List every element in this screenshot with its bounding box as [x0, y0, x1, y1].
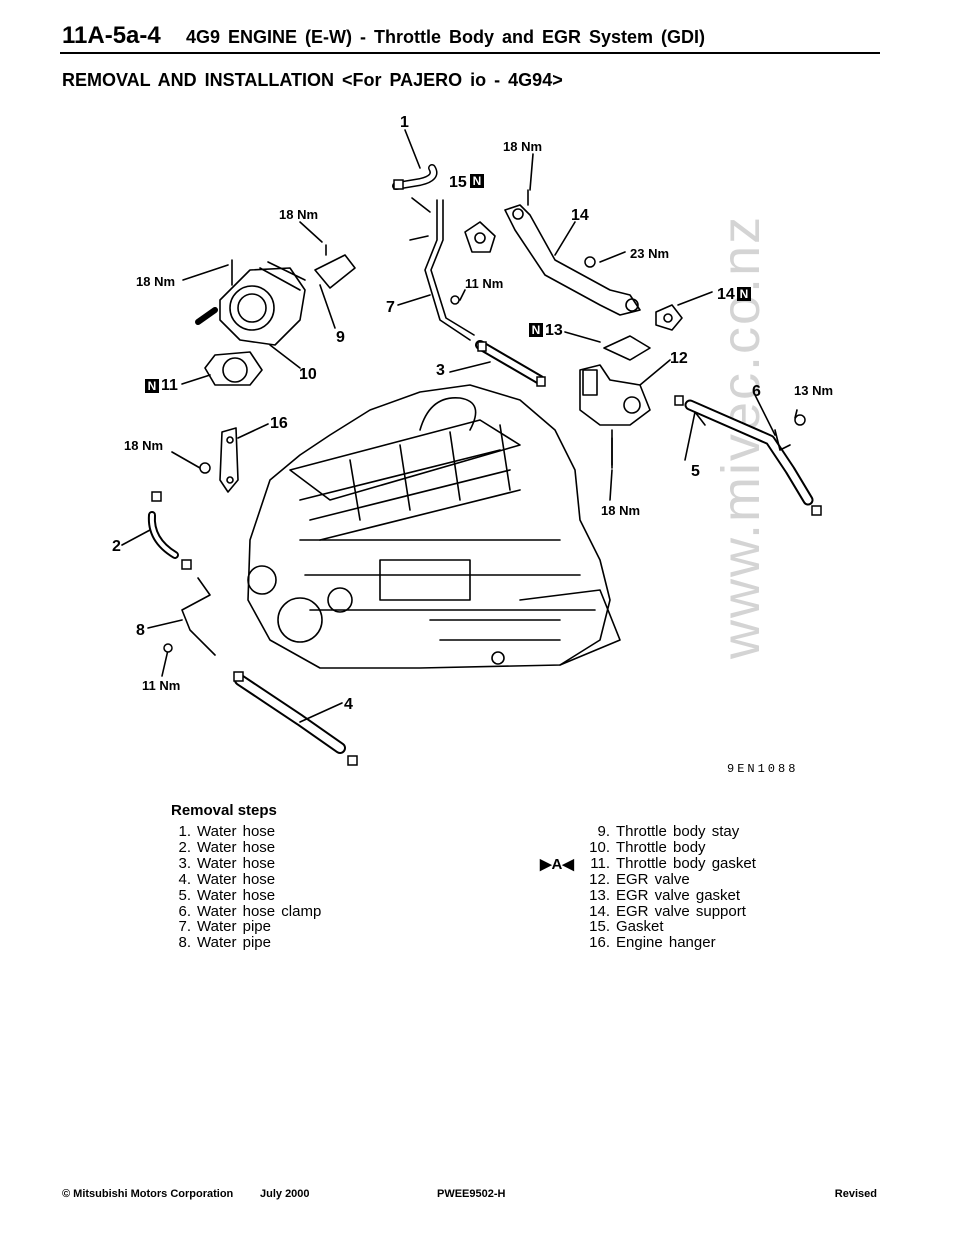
list-item: 12.EGR valve [589, 870, 690, 888]
header-rule [60, 52, 880, 54]
footer-status: Revised [834, 1188, 877, 1200]
list-item: 4.Water hose [178, 870, 276, 888]
torque-label: 18 Nm [136, 274, 175, 289]
callout-16: 16 [270, 415, 288, 432]
callout-14b: 14 [717, 286, 735, 303]
torque-label: 13 Nm [794, 383, 833, 398]
new-part-mark: N [532, 323, 541, 337]
new-part-mark: N [740, 287, 749, 301]
torque-label: 23 Nm [630, 246, 669, 261]
callout-10: 10 [299, 366, 317, 383]
list-item: 5.Water hose [178, 886, 276, 904]
callout-9: 9 [336, 329, 345, 346]
torque-label: 18 Nm [601, 503, 640, 518]
footer-date: July 2000 [260, 1188, 310, 1200]
list-item: 2.Water hose [178, 838, 276, 856]
callout-7: 7 [386, 299, 395, 316]
removal-steps-title: Removal steps [171, 802, 277, 819]
callout-8: 8 [136, 622, 145, 639]
page-title: 4G9 ENGINE (E-W) - Throttle Body and EGR… [186, 27, 706, 47]
callout-15: 15 [449, 174, 467, 191]
callout-5: 5 [691, 463, 700, 480]
callout-6: 6 [752, 383, 761, 400]
footer-doc-code: PWEE9502-H [437, 1188, 506, 1200]
page-id: 11A-5a-4 [62, 22, 161, 49]
callout-4: 4 [344, 696, 353, 713]
callout-12: 12 [670, 350, 688, 367]
list-item: 16.Engine hanger [589, 934, 716, 952]
list-item: 11.Throttle body gasket [590, 854, 756, 872]
new-part-mark: N [148, 379, 157, 393]
torque-label: 11 Nm [142, 678, 180, 693]
callout-3: 3 [436, 362, 445, 379]
new-part-mark: N [473, 174, 482, 188]
list-item: 1.Water hose [178, 823, 276, 840]
callout-13: 13 [545, 322, 563, 339]
list-item: 6.Water hose clamp [178, 902, 322, 920]
figure-code: 9EN1088 [727, 762, 799, 776]
list-item: 15.Gasket [589, 918, 664, 936]
torque-label: 18 Nm [124, 438, 163, 453]
section-title: REMOVAL AND INSTALLATION <For PAJERO io … [62, 70, 563, 90]
list-item: 14.EGR valve support [589, 902, 746, 920]
callout-14: 14 [571, 207, 589, 224]
torque-label: 11 Nm [465, 276, 503, 291]
engine-block-drawing [247, 384, 621, 669]
list-item: 3.Water hose [178, 854, 276, 872]
torque-label: 18 Nm [503, 139, 542, 154]
exploded-view-diagram: N N N N 1 2 3 4 5 6 7 8 9 10 11 12 13 14… [112, 114, 833, 766]
list-item: 10.Throttle body [589, 838, 706, 856]
list-item: 8.Water pipe [178, 934, 271, 952]
torque-label: 18 Nm [279, 207, 318, 222]
removal-steps-right: 9.Throttle body stay 10.Throttle body 11… [588, 824, 756, 951]
callout-1: 1 [400, 114, 409, 131]
callout-2: 2 [112, 538, 121, 555]
removal-steps-left: 1.Water hose 2.Water hose 3.Water hose 4… [171, 824, 321, 951]
list-item: 7.Water pipe [178, 918, 271, 936]
callout-11: 11 [161, 377, 178, 394]
list-item: 9.Throttle body stay [597, 823, 740, 840]
footer-copyright: © Mitsubishi Motors Corporation [62, 1188, 234, 1200]
list-item: 13.EGR valve gasket [589, 886, 741, 904]
service-point-mark: ▶A◀ [540, 856, 574, 873]
